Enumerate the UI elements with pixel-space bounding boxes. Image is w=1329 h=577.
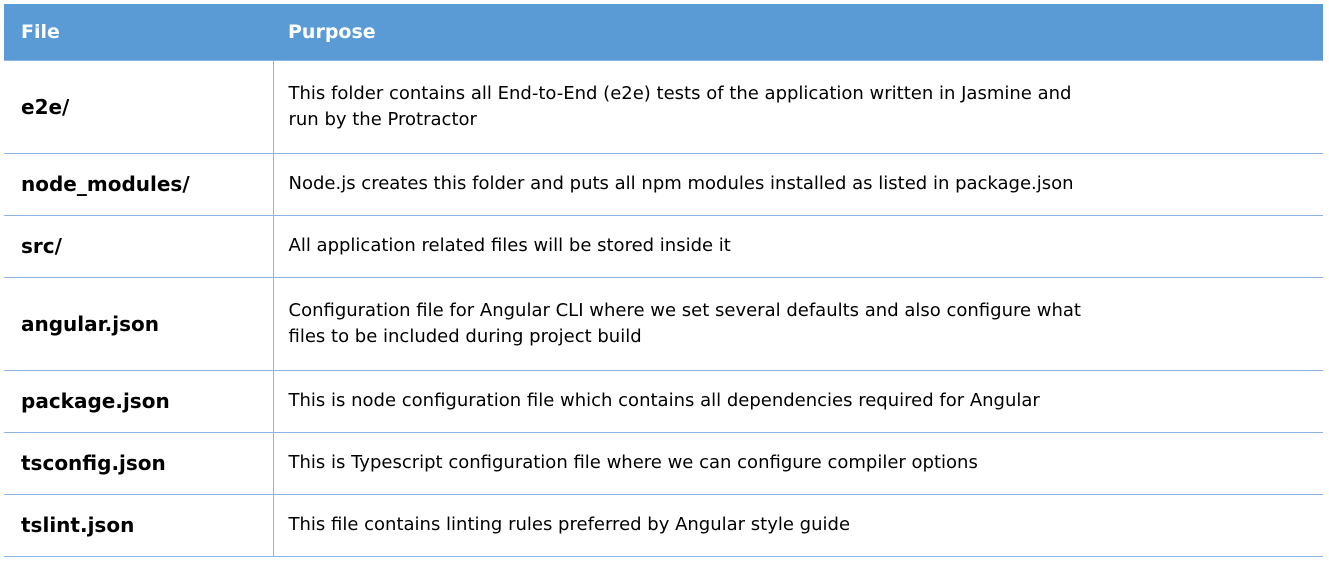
file-cell: package.json	[4, 369, 274, 433]
purpose-cell: This is Typescript configuration file wh…	[273, 431, 1323, 495]
purpose-cell: This file contains linting rules preferr…	[273, 493, 1323, 557]
file-structure-table-container: File Purpose e2e/ This folder contains a…	[4, 4, 1323, 557]
file-cell: node_modules/	[4, 152, 274, 216]
header-file: File	[21, 20, 60, 43]
file-cell: angular.json	[4, 276, 274, 371]
purpose-line: All application related files will be st…	[288, 235, 731, 256]
header-purpose: Purpose	[288, 20, 376, 43]
purpose-cell: All application related files will be st…	[273, 214, 1323, 278]
purpose-line: Configuration file for Angular CLI where…	[288, 299, 1082, 321]
table-header-row: File Purpose	[4, 4, 1323, 60]
table-row: package.json This is node configuration …	[4, 369, 1323, 433]
file-cell: tslint.json	[4, 493, 274, 557]
purpose-cell: This folder contains all End-to-End (e2e…	[273, 59, 1323, 154]
purpose-cell: Configuration file for Angular CLI where…	[273, 276, 1323, 371]
purpose-line: This file contains linting rules preferr…	[288, 514, 851, 535]
table-row: angular.json Configuration file for Angu…	[4, 276, 1323, 371]
table-row: node_modules/ Node.js creates this folde…	[4, 152, 1323, 216]
purpose-line: This folder contains all End-to-End (e2e…	[288, 82, 1072, 104]
file-structure-table: File Purpose e2e/ This folder contains a…	[4, 4, 1323, 557]
purpose-line: Node.js creates this folder and puts all…	[288, 173, 1074, 194]
file-cell: e2e/	[4, 59, 274, 154]
purpose-line: This is Typescript configuration file wh…	[288, 452, 978, 473]
table-row: e2e/ This folder contains all End-to-End…	[4, 59, 1323, 154]
purpose-line: This is node configuration file which co…	[288, 390, 1040, 411]
purpose-line: run by the Protractor	[288, 108, 477, 130]
purpose-cell: This is node configuration file which co…	[273, 369, 1323, 433]
table-row: src/ All application related files will …	[4, 214, 1323, 278]
purpose-line: files to be included during project buil…	[288, 325, 642, 347]
purpose-cell: Node.js creates this folder and puts all…	[273, 152, 1323, 216]
table-row: tslint.json This file contains linting r…	[4, 493, 1323, 557]
file-cell: src/	[4, 214, 274, 278]
table-row: tsconfig.json This is Typescript configu…	[4, 431, 1323, 495]
file-cell: tsconfig.json	[4, 431, 274, 495]
